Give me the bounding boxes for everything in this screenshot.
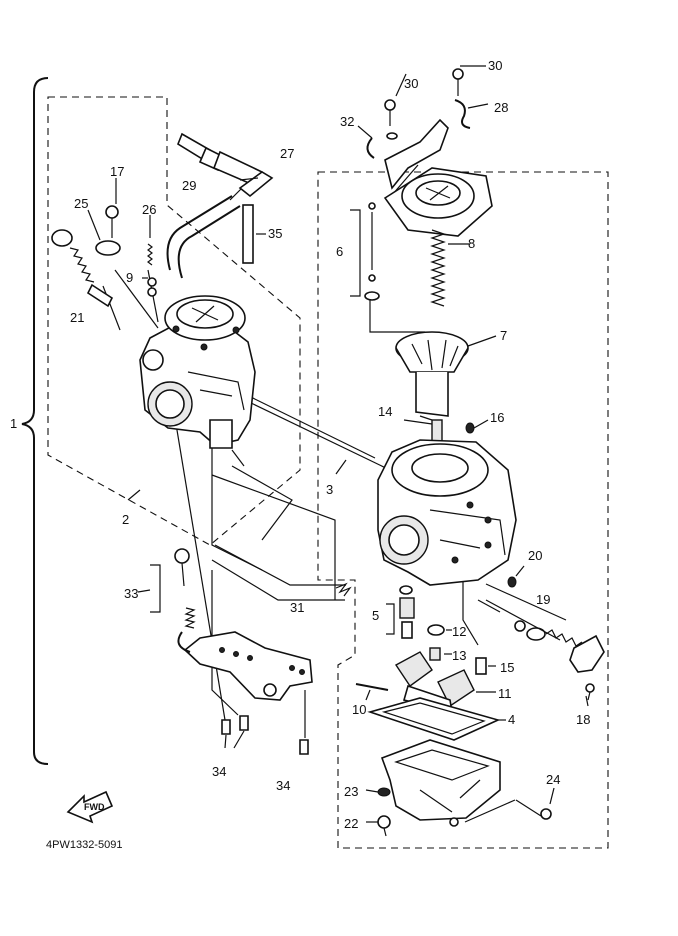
callout-19: 19	[536, 592, 550, 607]
callout-17: 17	[110, 164, 124, 179]
part-27-clip	[238, 171, 274, 198]
callout-5: 5	[372, 608, 379, 623]
callout-34a: 34	[212, 764, 226, 779]
callout-4: 4	[508, 712, 515, 727]
callout-27: 27	[280, 146, 294, 161]
part-31-spring	[335, 582, 352, 597]
hose-29	[166, 195, 241, 279]
callout-9: 9	[126, 270, 133, 285]
callout-31: 31	[290, 600, 304, 615]
part-21-adjuster	[51, 229, 114, 308]
callout-2: 2	[122, 512, 129, 527]
callout-34b: 34	[276, 778, 290, 793]
fwd-arrow-icon: FWD	[66, 790, 114, 824]
callout-6: 6	[336, 244, 343, 259]
callout-20: 20	[528, 548, 542, 563]
callout-23: 23	[344, 784, 358, 799]
part-5-assembly	[386, 585, 415, 639]
callout-7: 7	[500, 328, 507, 343]
callout-18: 18	[576, 712, 590, 727]
callout-8: 8	[468, 236, 475, 251]
float-bowl	[380, 739, 501, 827]
part-26-spring	[147, 243, 153, 266]
part-13-jet	[429, 647, 441, 661]
callout-3: 3	[326, 482, 333, 497]
part-15-jet	[475, 657, 487, 675]
callout-30a: 30	[404, 76, 418, 91]
part-6-needle	[350, 202, 380, 301]
callout-28: 28	[494, 100, 508, 115]
left-carburetor	[139, 295, 256, 467]
throttle-bracket	[183, 631, 313, 701]
callout-22: 22	[344, 816, 358, 831]
callout-33: 33	[124, 586, 138, 601]
callout-13: 13	[452, 648, 466, 663]
part-22-screw	[377, 815, 391, 837]
callout-11: 11	[498, 686, 512, 701]
top-bracket	[366, 99, 471, 190]
callout-10: 10	[352, 702, 366, 717]
part-25-oring	[95, 240, 121, 256]
callout-14: 14	[378, 404, 392, 419]
part-35-tube	[242, 204, 254, 264]
fwd-label: FWD	[84, 802, 105, 812]
callout-leaders	[87, 65, 589, 823]
part-20	[507, 576, 517, 588]
part-30-screw-b	[452, 68, 464, 80]
part-9	[147, 277, 157, 287]
assembly-2-boundary	[47, 96, 301, 546]
part-8-spring	[430, 229, 446, 307]
part-23-washer	[377, 787, 391, 797]
callout-labels: 1 2 3 4 5 6 7 8 9 10 11 12 13 14 15 16 1…	[10, 58, 590, 831]
callout-1: 1	[10, 416, 17, 431]
part-12-washer	[427, 624, 445, 636]
fuel-pipe	[177, 132, 264, 188]
callout-30b: 30	[488, 58, 502, 73]
part-24-screw	[515, 799, 552, 820]
callout-21: 21	[70, 310, 84, 325]
callout-35: 35	[268, 226, 282, 241]
part-10-pin	[355, 683, 389, 691]
part-30-screw-a	[384, 99, 396, 111]
part-7-piston	[395, 331, 469, 417]
part-17-screw	[105, 205, 119, 238]
callout-24: 24	[546, 772, 560, 787]
part-19-assembly	[477, 583, 605, 673]
callout-26: 26	[142, 202, 156, 217]
callout-15: 15	[500, 660, 514, 675]
part-18-screw	[585, 683, 595, 701]
top-cap	[383, 167, 493, 237]
callout-32: 32	[340, 114, 354, 129]
assembly-3-boundary	[317, 171, 609, 849]
part-33-parts	[150, 548, 196, 653]
part-34-screws	[221, 715, 309, 755]
drawing-code: 4PW1332-5091	[46, 839, 122, 851]
callout-29: 29	[182, 178, 196, 193]
right-carburetor	[377, 439, 517, 586]
callout-12: 12	[452, 624, 466, 639]
callout-16: 16	[490, 410, 504, 425]
assembly-brace	[21, 77, 49, 765]
part-16	[465, 422, 475, 434]
callout-25: 25	[74, 196, 88, 211]
